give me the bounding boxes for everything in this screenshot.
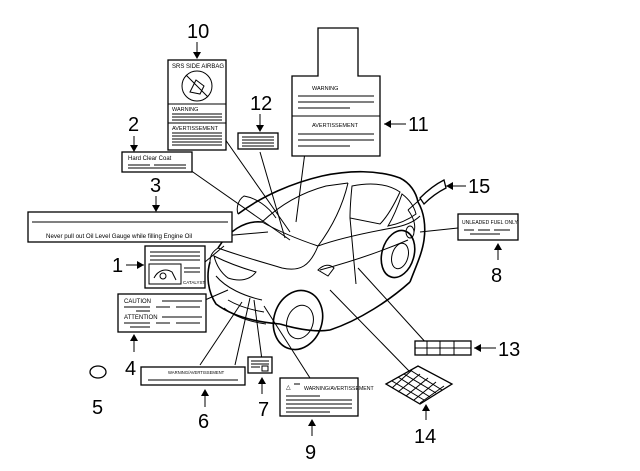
label-14-grid	[384, 365, 454, 405]
arrow-14	[422, 404, 430, 411]
callout-10: 10	[187, 21, 209, 43]
callout-4: 4	[125, 358, 136, 380]
arrow-8	[494, 243, 502, 250]
leader-lines	[189, 131, 459, 379]
callout-1: 1	[112, 255, 123, 277]
vehicle-outline	[207, 170, 426, 351]
arrow-4	[130, 334, 138, 341]
arrow-2	[130, 145, 138, 152]
attention-text: ATTENTION	[124, 315, 158, 321]
caution-text: CAUTION	[124, 299, 151, 305]
arrow-3	[152, 205, 160, 212]
callout-6: 6	[198, 411, 209, 433]
callout-2: 2	[128, 114, 139, 136]
arrow-10	[193, 52, 201, 59]
callout-8: 8	[491, 265, 502, 287]
oil-gauge-text: Never pull out Oil Level Gauge while fil…	[46, 233, 192, 240]
label-8-unleaded: UNLEADED FUEL ONLY	[457, 213, 519, 241]
callout-3: 3	[150, 175, 161, 197]
label-13-table	[414, 340, 472, 356]
arrow-12	[256, 125, 264, 132]
label-12	[237, 132, 279, 150]
arrow-15	[446, 182, 453, 190]
label-7-small	[247, 356, 273, 374]
label-1-catalyst: CATALYST	[144, 245, 206, 289]
warning-text: WARNING	[172, 107, 198, 113]
avertissement-text: AVERTISSEMENT	[172, 126, 219, 132]
arrow-1	[137, 261, 144, 269]
label-5-oval	[89, 365, 107, 379]
callout-12: 12	[250, 93, 272, 115]
arrow-7	[258, 377, 266, 384]
label-10-srs-airbag: SRS SIDE AIRBAG WARNING AVERTISSEMENT	[167, 59, 227, 151]
callout-5: 5	[92, 397, 103, 419]
warning-triangle-glyph: △	[286, 385, 291, 391]
arrow-6	[201, 389, 209, 396]
warning-avert-small-text: WARNING/AVERTISSEMENT	[168, 370, 225, 375]
arrow-11	[384, 120, 391, 128]
arrow-13	[474, 344, 481, 352]
label-4-caution: CAUTION ATTENTION	[117, 293, 207, 333]
label-9-warning: △ WARNING/AVERTISSEMENT	[279, 377, 374, 417]
callout-7: 7	[258, 399, 269, 421]
callout-13: 13	[498, 339, 520, 361]
clear-coat-text: Hard Clear Coat	[128, 156, 172, 162]
callout-14: 14	[414, 426, 436, 448]
callout-15: 15	[468, 176, 490, 198]
avert-11-text: AVERTISSEMENT	[312, 123, 359, 129]
callout-11: 11	[408, 114, 429, 136]
warning-avert-large-text: WARNING/AVERTISSEMENT	[304, 386, 374, 392]
label-2-clear-coat: Hard Clear Coat	[121, 151, 193, 173]
warning-11-text: WARNING	[312, 86, 338, 92]
label-3-oil-gauge: Never pull out Oil Level Gauge while fil…	[27, 211, 233, 243]
srs-airbag-text: SRS SIDE AIRBAG	[172, 64, 224, 70]
catalyst-text: CATALYST	[183, 280, 206, 285]
label-15-strip	[419, 179, 447, 206]
callout-9: 9	[305, 442, 316, 464]
arrow-9	[308, 419, 316, 426]
label-6-warning-strip: WARNING/AVERTISSEMENT	[140, 366, 246, 386]
label-11-warning: WARNING AVERTISSEMENT	[291, 27, 381, 157]
unleaded-text: UNLEADED FUEL ONLY	[462, 220, 519, 226]
